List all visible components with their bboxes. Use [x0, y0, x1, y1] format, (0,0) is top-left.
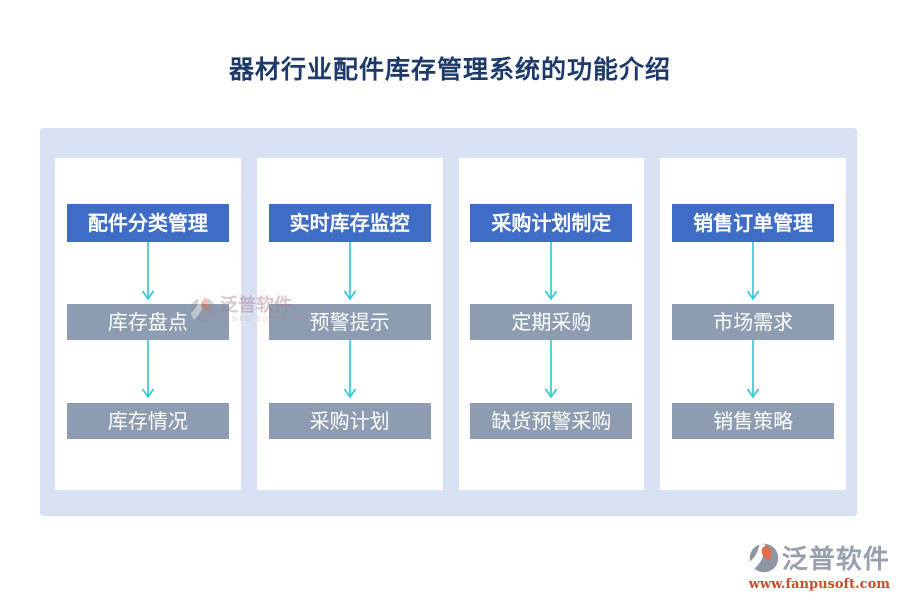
- flow-column-parts-classification: 配件分类管理 库存盘点 库存情况: [55, 158, 241, 490]
- step-box: 缺货预警采购: [470, 403, 633, 439]
- column-header: 采购计划制定: [470, 204, 633, 242]
- step-box: 市场需求: [672, 304, 835, 340]
- step-box: 销售策略: [672, 403, 835, 439]
- step-box: 库存情况: [66, 403, 229, 439]
- step-box: 采购计划: [268, 403, 431, 439]
- flow-column-realtime-monitoring: 实时库存监控 预警提示 采购计划: [256, 158, 443, 490]
- flow-column-sales-orders: 销售订单管理 市场需求 销售策略: [660, 158, 846, 490]
- flow-container: 配件分类管理 库存盘点 库存情况 实时库存监控 预警提示 采购计划 采购计划制定…: [40, 128, 857, 516]
- step-box: 库存盘点: [66, 304, 229, 340]
- footer-brand-logo: 泛普软件 www.fanpusoft.com: [749, 539, 890, 592]
- down-arrow-icon: [343, 340, 356, 398]
- fanpu-logo-icon: [749, 543, 779, 572]
- footer-brand-text: 泛普软件: [781, 545, 890, 575]
- down-arrow-icon: [746, 340, 760, 398]
- column-header: 配件分类管理: [66, 204, 229, 242]
- page-title: 器材行业配件库存管理系统的功能介绍: [228, 55, 671, 84]
- down-arrow-icon: [141, 242, 155, 300]
- step-box: 预警提示: [268, 304, 431, 340]
- down-arrow-icon: [746, 242, 760, 300]
- down-arrow-icon: [545, 242, 558, 300]
- down-arrow-icon: [343, 242, 356, 300]
- column-header: 实时库存监控: [268, 204, 431, 242]
- column-header: 销售订单管理: [672, 204, 835, 242]
- down-arrow-icon: [545, 340, 558, 398]
- footer-site-url[interactable]: www.fanpusoft.com: [748, 577, 890, 592]
- step-box: 定期采购: [470, 304, 633, 340]
- flow-column-purchase-planning: 采购计划制定 定期采购 缺货预警采购: [458, 158, 645, 490]
- down-arrow-icon: [141, 340, 155, 398]
